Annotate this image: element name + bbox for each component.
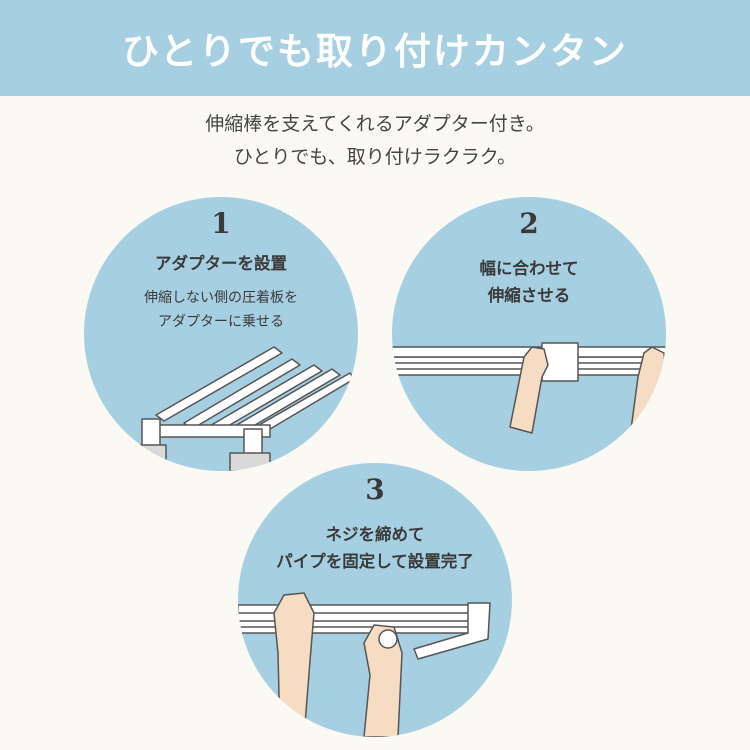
intro-text: 伸縮棒を支えてくれるアダプター付き。 ひとりでも、取り付けラクラク。 (0, 108, 750, 174)
step-2-circle: 2 幅に合わせて 伸縮させる (392, 197, 666, 471)
step-1-illustration (121, 346, 355, 471)
step-3-title: ネジを締めて パイプを固定して設置完了 (238, 521, 512, 575)
step-3-title-line-2: パイプを固定して設置完了 (276, 552, 474, 571)
step-2-illustration (392, 342, 666, 438)
step-1-title: アダプターを設置 (155, 254, 287, 273)
step-1-desc-line-1: 伸縮しない側の圧着板を (144, 290, 298, 306)
intro-line-2: ひとりでも、取り付けラクラク。 (233, 146, 517, 168)
intro-line-1: 伸縮棒を支えてくれるアダプター付き。 (205, 113, 545, 135)
page-title: ひとりでも取り付けカンタン (122, 30, 628, 73)
step-3-circle: 3 ネジを締めて パイプを固定して設置完了 (238, 463, 512, 737)
step-2-title: 幅に合わせて 伸縮させる (392, 255, 666, 309)
step-1-number: 1 (211, 207, 231, 240)
step-1-desc-line-2: アダプターに乗せる (158, 314, 284, 330)
step-2-number: 2 (519, 207, 539, 240)
step-2-title-line-2: 伸縮させる (487, 286, 571, 305)
step-3-number: 3 (365, 473, 385, 506)
step-3-title-line-1: ネジを締めて (325, 525, 425, 544)
step-3-illustration (238, 592, 491, 737)
header-banner: ひとりでも取り付けカンタン (0, 0, 750, 96)
step-1-description: 伸縮しない側の圧着板を アダプターに乗せる (84, 286, 358, 334)
step-1-circle: 1 アダプターを設置 伸縮しない側の圧着板を アダプターに乗せる (84, 197, 358, 471)
step-2-title-line-1: 幅に合わせて (479, 259, 579, 278)
